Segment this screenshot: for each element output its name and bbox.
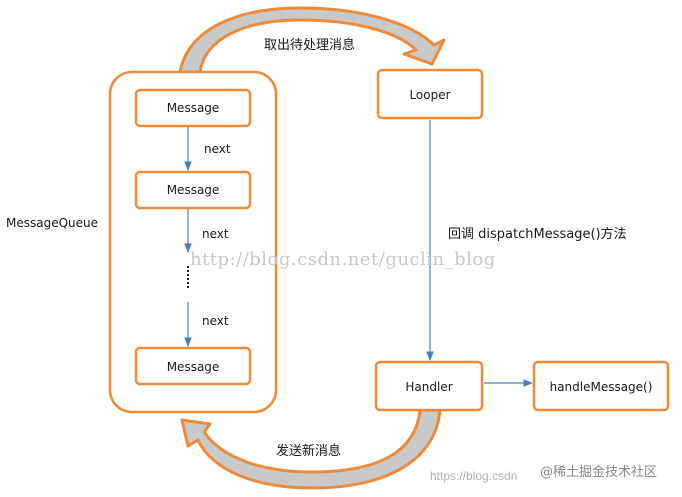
handle-message-label: handleMessage() (550, 380, 653, 394)
watermark-center: http://blog.csdn.net/guclin_blog (190, 249, 496, 270)
message-queue-label: MessageQueue (6, 216, 98, 230)
next-label-2: next (202, 227, 229, 241)
looper-node: Looper (376, 68, 484, 120)
watermark-bottom-site: @稀土掘金技术社区 (540, 464, 657, 480)
message-node-1: Message (134, 88, 252, 128)
watermark-bottom-url: https://blog.csdn (430, 469, 517, 483)
message-node-2-label: Message (167, 183, 220, 197)
message-node-1-label: Message (167, 101, 220, 115)
send-message-arrow (180, 408, 442, 490)
callback-label: 回调 dispatchMessage()方法 (448, 226, 627, 242)
next-label-1: next (204, 142, 231, 156)
message-queue-container (108, 70, 278, 414)
looper-label: Looper (409, 88, 450, 102)
take-message-arrow (178, 6, 446, 74)
take-message-label: 取出待处理消息 (264, 37, 355, 53)
message-node-3: Message (134, 346, 252, 386)
next-label-3: next (202, 314, 229, 328)
handler-label: Handler (405, 380, 452, 394)
message-node-3-label: Message (167, 360, 220, 374)
handler-node: Handler (374, 360, 484, 412)
message-node-2: Message (134, 170, 252, 210)
handle-message-node: handleMessage() (532, 360, 670, 412)
send-message-label: 发送新消息 (276, 443, 341, 459)
